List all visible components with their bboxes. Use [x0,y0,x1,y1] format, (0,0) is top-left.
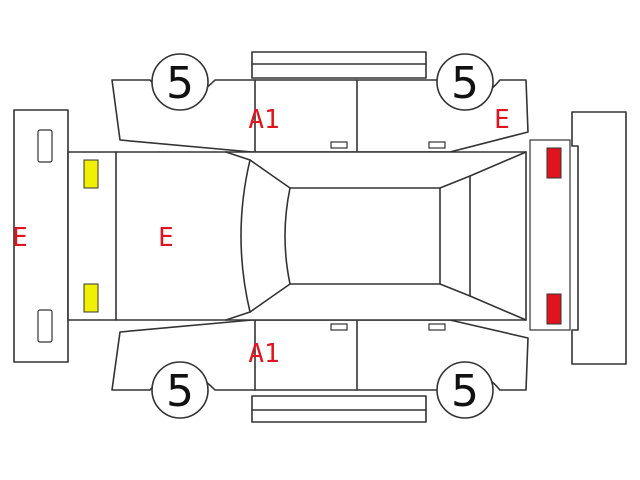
wheel-rear-right: 5 [436,361,494,419]
wheel-rear-left-label: 5 [166,366,194,417]
rear-light-upper-icon [546,147,562,179]
car-side-upper [111,51,529,153]
wheel-front-right-label: 5 [451,58,479,109]
wheel-front-right: 5 [436,53,494,111]
front-light-upper-icon [83,159,99,189]
front-bumper [13,109,69,363]
wheel-rear-left: 5 [151,361,209,419]
mark-upper-front-door: A1 [248,105,279,135]
rear-bumper [571,111,627,365]
mark-lower-front-door: A1 [248,339,279,369]
wheel-front-left: 5 [151,53,209,111]
front-light-lower-icon [83,283,99,313]
wheel-front-left-label: 5 [166,58,194,109]
mark-front-bumper: E [12,223,28,253]
mark-upper-rear-fender: E [494,105,510,135]
mark-hood: E [158,223,174,253]
wheel-rear-right-label: 5 [451,366,479,417]
car-top-view [67,139,571,331]
rear-light-lower-icon [546,293,562,325]
